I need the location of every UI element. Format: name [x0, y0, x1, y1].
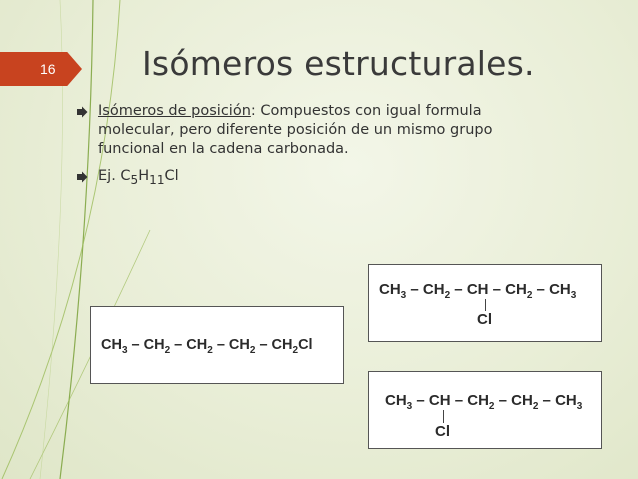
structure-formula-2: CH3 – CH2 – CH – CH2 – CH3: [379, 281, 577, 301]
structure-formula-3: CH3 – CH – CH2 – CH2 – CH3: [385, 392, 583, 412]
definition-text: : Compuestos con igual formula molecular…: [98, 103, 493, 157]
structure-box-1: CH3 – CH2 – CH2 – CH2 – CH2Cl: [90, 306, 344, 384]
example-formula: Ej. C5H11Cl: [98, 168, 179, 187]
slide-title: Isómeros estructurales.: [142, 44, 535, 83]
chlorine-substituent: Cl: [435, 423, 450, 440]
bond-line: [485, 299, 486, 311]
bullet-item: Isómeros de posición: Compuestos con igu…: [76, 102, 556, 159]
term-link: Isómeros de posición: [98, 103, 251, 119]
arrow-bullet-icon: [77, 106, 88, 118]
slide-number-badge: 16: [0, 52, 82, 86]
bullet-list: Isómeros de posición: Compuestos con igu…: [76, 102, 556, 198]
structure-formula-1: CH3 – CH2 – CH2 – CH2 – CH2Cl: [101, 337, 313, 356]
chlorine-substituent: Cl: [477, 311, 492, 328]
bullet-item: Ej. C5H11Cl: [76, 167, 556, 190]
arrow-bullet-icon: [77, 171, 88, 183]
structure-box-2: CH3 – CH2 – CH – CH2 – CH3 Cl: [368, 264, 602, 342]
bond-line: [443, 410, 444, 423]
structure-box-3: CH3 – CH – CH2 – CH2 – CH3 Cl: [368, 371, 602, 449]
